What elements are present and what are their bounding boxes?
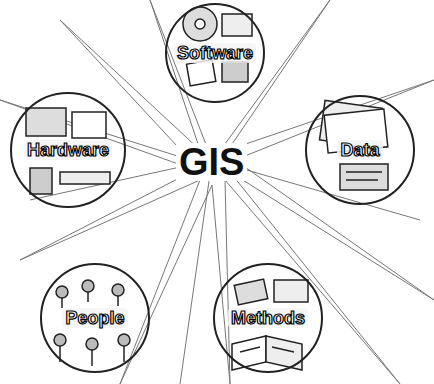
component-label: Data <box>337 140 382 161</box>
component-label: Software <box>174 43 256 64</box>
component-label: People <box>62 308 127 329</box>
component-circle: Software <box>165 3 265 103</box>
component-circle: People <box>40 263 150 373</box>
component-circle: Methods <box>213 263 323 373</box>
center-title: GIS <box>176 143 247 181</box>
component-label: Hardware <box>24 140 112 161</box>
component-circle: Hardware <box>10 92 126 208</box>
component-label: Methods <box>228 308 308 329</box>
component-circle: Data <box>305 95 415 205</box>
